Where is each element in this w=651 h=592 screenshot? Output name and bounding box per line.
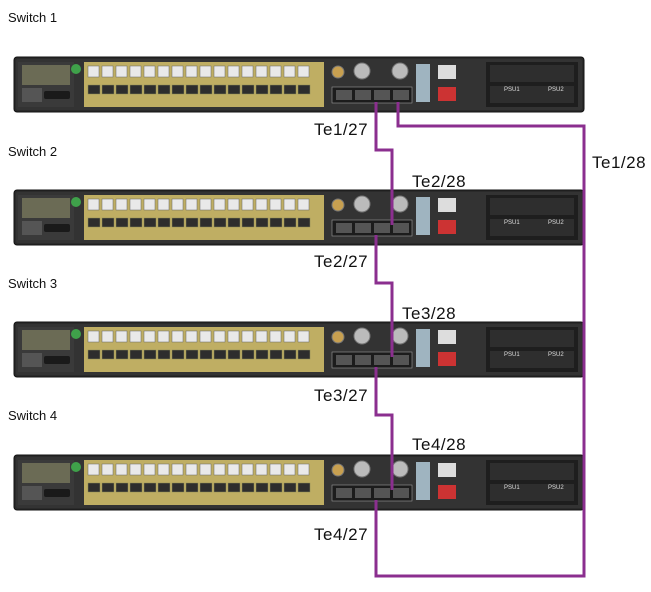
port-label-te4-27: Te4/27 [314, 525, 369, 544]
switch-3-psu2-label: PSU2 [548, 352, 564, 358]
port-label-te2-28: Te2/28 [412, 172, 467, 191]
switch-1-title: Switch 1 [8, 10, 58, 25]
switch-3-psu1-label: PSU1 [504, 352, 520, 358]
cable-sw1-te27-to-sw2-te28 [374, 102, 394, 225]
switch-1-chassis [13, 56, 585, 113]
cable-sw3-te27-to-sw4-te28 [374, 367, 394, 490]
port-label-te2-27: Te2/27 [314, 252, 369, 271]
port-label-te3-27: Te3/27 [314, 386, 369, 405]
switch-4-title: Switch 4 [8, 408, 58, 423]
switch-2-title: Switch 2 [8, 144, 58, 159]
switch-4-psu2-label: PSU2 [548, 485, 564, 491]
switch-2-psu2-label: PSU2 [548, 220, 564, 226]
cable-sw4-te27-to-sw1-te28 [374, 102, 586, 578]
switch-2-chassis [13, 189, 585, 246]
switch-1-psu2-label: PSU2 [548, 87, 564, 93]
switch-1-psu1-label: PSU1 [504, 87, 520, 93]
port-label-te3-28: Te3/28 [402, 304, 457, 323]
switch-4-chassis [13, 454, 585, 511]
switch-3-chassis [13, 321, 585, 378]
cable-sw2-te27-to-sw3-te28 [374, 235, 394, 357]
switch-4-psu1-label: PSU1 [504, 485, 520, 491]
switch-2-psu1-label: PSU1 [504, 220, 520, 226]
switch-3-title: Switch 3 [8, 276, 58, 291]
port-label-te4-28: Te4/28 [412, 435, 467, 454]
port-label-te1-27: Te1/27 [314, 120, 369, 139]
port-label-te1-28: Te1/28 [592, 153, 647, 172]
